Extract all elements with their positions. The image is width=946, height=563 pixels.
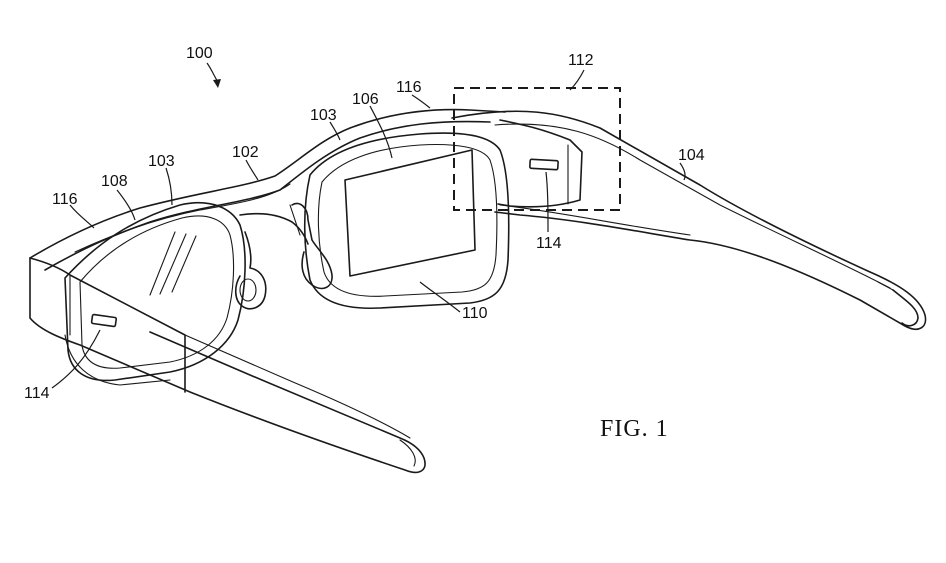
figure-caption: FIG. 1 <box>600 416 669 442</box>
label-116-right: 116 <box>396 79 422 96</box>
label-103-right: 103 <box>310 107 337 124</box>
label-104: 104 <box>678 147 705 164</box>
frame-front <box>29 108 506 271</box>
right-lens-group <box>289 132 510 310</box>
label-110: 110 <box>462 305 488 322</box>
label-103-left: 103 <box>148 153 175 170</box>
display-panel <box>344 149 476 277</box>
label-108: 108 <box>101 173 128 190</box>
right-temple <box>451 110 927 330</box>
reference-numerals: 100 102 103 103 104 106 108 110 112 114 … <box>24 45 705 402</box>
left-lens-group <box>64 201 267 382</box>
label-114-left: 114 <box>24 385 50 402</box>
label-112: 112 <box>568 52 594 69</box>
detail-box-112 <box>453 87 621 211</box>
left-temple <box>29 257 426 474</box>
label-100: 100 <box>186 45 213 62</box>
label-106: 106 <box>352 91 379 108</box>
leader-lines <box>51 62 686 389</box>
label-114-right: 114 <box>536 235 562 252</box>
arrowhead-100 <box>213 79 221 88</box>
label-102: 102 <box>232 144 259 161</box>
label-116-left: 116 <box>52 191 78 208</box>
left-sensor <box>90 313 118 328</box>
